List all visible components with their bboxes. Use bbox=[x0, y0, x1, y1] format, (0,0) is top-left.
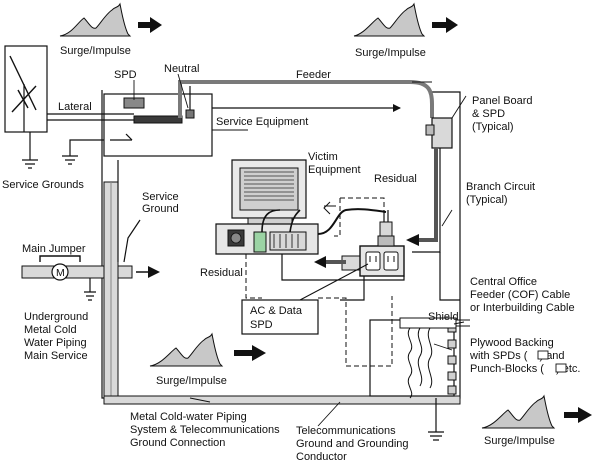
underground-label-2: Metal Cold bbox=[24, 324, 77, 336]
spd-symbol-icon bbox=[537, 350, 549, 360]
telecom-label-3: Conductor bbox=[296, 451, 347, 463]
surge-arrow bbox=[564, 407, 592, 423]
spd-label: SPD bbox=[114, 69, 137, 81]
meter-icon bbox=[51, 263, 69, 281]
service-ground-label-2: Ground bbox=[142, 203, 179, 215]
surge-arrow bbox=[138, 17, 162, 33]
underground-label-3: Water Piping bbox=[24, 337, 87, 349]
surge-label: Surge/Impulse bbox=[355, 47, 426, 59]
metal-pipe-label-3: Ground Connection bbox=[130, 437, 225, 449]
ac-data-label: AC & Data bbox=[250, 305, 303, 317]
neutral-lug bbox=[185, 109, 195, 119]
feeder bbox=[178, 80, 434, 118]
neutral-label: Neutral bbox=[164, 63, 199, 75]
service-equipment bbox=[103, 86, 401, 157]
ac-outlet-spd bbox=[281, 208, 405, 301]
surge-arrow bbox=[432, 17, 458, 33]
surge-label: Surge/Impulse bbox=[60, 45, 131, 57]
water-pipe-ground: M bbox=[21, 160, 461, 405]
punch-block-symbol-icon bbox=[555, 363, 567, 373]
surge-waveform bbox=[59, 2, 132, 37]
main-jumper-label: Main Jumper bbox=[22, 243, 86, 255]
cof-label-2: Feeder (COF) Cable bbox=[470, 289, 570, 301]
residual-top-label: Residual bbox=[374, 173, 417, 185]
branch-circuit bbox=[406, 148, 460, 301]
surge-impulse-bottom-left: Surge/Impulse bbox=[149, 332, 266, 387]
surge-waveform bbox=[149, 332, 224, 367]
branch-circuit-label-2: (Typical) bbox=[466, 194, 508, 206]
panel-board-label-1: Panel Board bbox=[472, 95, 533, 107]
callout-leaders bbox=[133, 73, 467, 427]
surge-arrow bbox=[234, 345, 266, 361]
cof-label-3: or Interbuilding Cable bbox=[470, 302, 575, 314]
ac-data-spd-box: AC & Data SPD bbox=[241, 263, 369, 335]
bus-bar bbox=[133, 115, 183, 124]
utility-pole bbox=[4, 45, 134, 169]
victim-equipment bbox=[215, 159, 319, 255]
underground-label-1: Underground bbox=[24, 311, 88, 323]
service-grounds-label: Service Grounds bbox=[2, 179, 84, 191]
metal-pipe-label-2: System & Telecommunications bbox=[130, 424, 280, 436]
plywood-label-2a: with SPDs ( bbox=[469, 350, 528, 362]
service-ground-label-1: Service bbox=[142, 191, 179, 203]
plywood-label-2: with SPDs () and bbox=[469, 350, 565, 362]
surge-impulse-top-left: Surge/Impulse bbox=[59, 2, 162, 57]
surge-waveform bbox=[481, 394, 556, 429]
ac-data-label-2: SPD bbox=[250, 319, 273, 331]
underground-label-4: Main Service bbox=[24, 350, 88, 362]
surge-label: Surge/Impulse bbox=[484, 435, 555, 447]
surge-waveform bbox=[353, 2, 426, 37]
victim-label-2: Equipment bbox=[308, 164, 361, 176]
panel-board-label-2: & SPD bbox=[472, 108, 505, 120]
plywood-label-3a: Punch-Blocks ( bbox=[470, 363, 544, 375]
cof-label-1: Central Office bbox=[470, 276, 537, 288]
telecom-backboard bbox=[369, 317, 470, 441]
shield-label: Shield bbox=[428, 311, 459, 323]
plywood-label-1: Plywood Backing bbox=[470, 337, 554, 349]
panel-board bbox=[425, 117, 453, 149]
panel-board-label-3: (Typical) bbox=[472, 121, 514, 133]
surge-impulse-top-right: Surge/Impulse bbox=[353, 2, 458, 59]
service-equipment-label: Service Equipment bbox=[216, 116, 308, 128]
metal-pipe-label-1: Metal Cold-water Piping bbox=[130, 411, 247, 423]
branch-circuit-label-1: Branch Circuit bbox=[466, 181, 535, 193]
meter-label: M bbox=[56, 267, 65, 279]
telecom-label-1: Telecommunications bbox=[296, 425, 396, 437]
residual-left-label: Residual bbox=[200, 267, 243, 279]
victim-label-1: Victim bbox=[308, 151, 338, 163]
surge-impulse-bottom-right: Surge/Impulse bbox=[481, 394, 592, 447]
feeder-label: Feeder bbox=[296, 69, 331, 81]
telecom-label-2: Ground and Grounding bbox=[296, 438, 409, 450]
lateral-label: Lateral bbox=[58, 101, 92, 113]
surge-label: Surge/Impulse bbox=[156, 375, 227, 387]
